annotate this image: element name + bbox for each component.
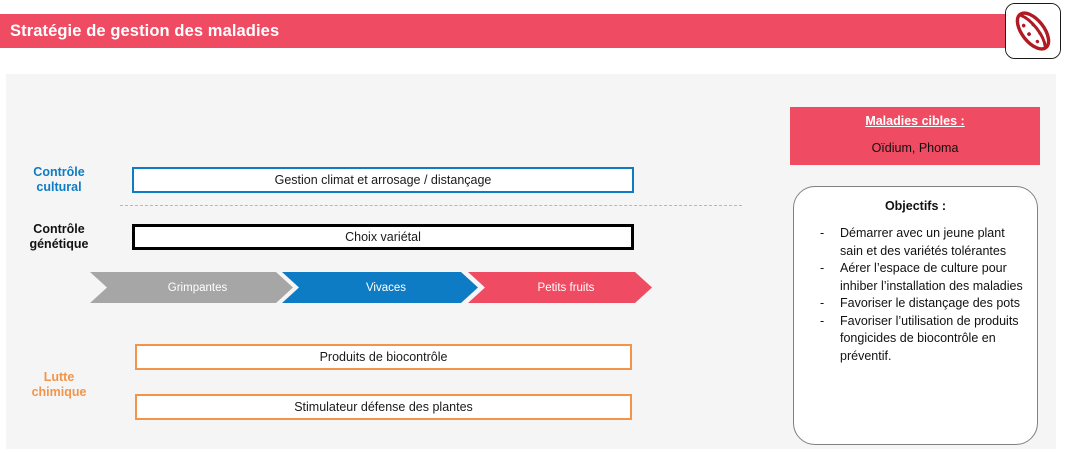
- row-label-line-2: cultural: [36, 180, 82, 194]
- practice-box-stimulateur-defense[interactable]: Stimulateur défense des plantes: [135, 394, 632, 420]
- list-item-text: Aérer l’espace de culture pour inhiber l…: [840, 261, 1023, 293]
- row-label-line-2: génétique: [29, 237, 89, 251]
- objectifs-title: Objectifs :: [884, 199, 947, 213]
- row-label-controle-genetique: Contrôle génétique: [4, 222, 114, 252]
- leaf-pod-logo-icon: [1005, 3, 1061, 59]
- list-item-text: Démarrer avec un jeune plant sain et des…: [840, 226, 1007, 258]
- objectifs-list: - Démarrer avec un jeune plant sain et d…: [808, 225, 1023, 365]
- row-label-line-2: chimique: [31, 385, 87, 399]
- practice-box-choix-varietal[interactable]: Choix variétal: [132, 224, 634, 250]
- bullet-dash-icon: -: [820, 313, 825, 328]
- bullet-dash-icon: -: [820, 226, 825, 240]
- chevron-label: Petits fruits: [537, 281, 595, 294]
- practice-box-gestion-climat[interactable]: Gestion climat et arrosage / distançage: [132, 167, 634, 193]
- list-item: - Favoriser l’utilisation de produits fo…: [808, 313, 1023, 366]
- chevron-label: Vivaces: [365, 281, 407, 294]
- chevron-vivaces[interactable]: Vivaces: [282, 272, 478, 303]
- row-label-line-1: Contrôle: [33, 165, 85, 179]
- list-item: - Favoriser le distançage des pots: [808, 295, 1023, 313]
- practice-box-label: Produits de biocontrôle: [319, 350, 448, 364]
- list-item-text: Favoriser le distançage des pots: [840, 296, 1020, 310]
- maladies-cibles-value: Oïdium, Phoma: [871, 141, 959, 155]
- chevron-grimpantes[interactable]: Grimpantes: [90, 272, 293, 303]
- list-item: - Aérer l’espace de culture pour inhiber…: [808, 260, 1023, 295]
- practice-box-label: Gestion climat et arrosage / distançage: [274, 173, 492, 187]
- chevron-label: Grimpantes: [167, 281, 228, 294]
- row-label-line-1: Lutte: [43, 370, 75, 384]
- maladies-cibles-box: Maladies cibles : Oïdium, Phoma: [790, 107, 1040, 165]
- practice-box-label: Choix variétal: [345, 230, 421, 244]
- list-item-text: Favoriser l’utilisation de produits fong…: [840, 313, 1019, 363]
- practice-box-label: Stimulateur défense des plantes: [294, 400, 473, 414]
- title-banner: Stratégie de gestion des maladies: [0, 14, 1012, 48]
- chevron-band: Grimpantes Vivaces Petits fruits: [90, 272, 652, 303]
- list-item: - Démarrer avec un jeune plant sain et d…: [808, 225, 1023, 260]
- row-label-lutte-chimique: Lutte chimique: [4, 370, 114, 400]
- dashed-separator: [120, 205, 742, 206]
- row-label-controle-cultural: Contrôle cultural: [4, 165, 114, 195]
- bullet-dash-icon: -: [820, 261, 825, 275]
- maladies-cibles-title: Maladies cibles :: [865, 114, 965, 128]
- practice-box-produits-biocontrole[interactable]: Produits de biocontrôle: [135, 344, 632, 370]
- row-label-line-1: Contrôle: [33, 222, 85, 236]
- chevron-petits-fruits[interactable]: Petits fruits: [468, 272, 652, 303]
- objectifs-card: Objectifs : - Démarrer avec un jeune pla…: [793, 186, 1038, 445]
- page-title: Stratégie de gestion des maladies: [10, 21, 280, 40]
- bullet-dash-icon: -: [820, 296, 825, 310]
